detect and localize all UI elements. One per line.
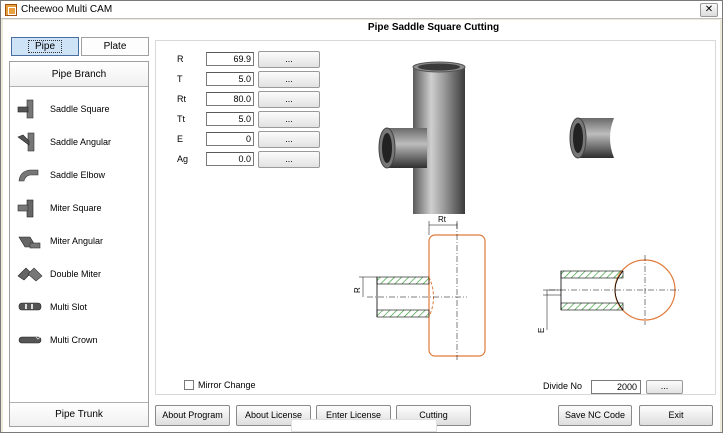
param-row-rt: Rt ... bbox=[173, 91, 323, 108]
multi-crown-icon bbox=[18, 336, 42, 343]
param-row-tt: Tt ... bbox=[173, 111, 323, 128]
param-row-e: E ... bbox=[173, 131, 323, 148]
app-logo-icon bbox=[5, 4, 17, 16]
title-bar[interactable]: Cheewoo Multi CAM ✕ bbox=[1, 1, 722, 19]
branch-wall-top bbox=[560, 270, 624, 279]
branch-cut-bore bbox=[573, 123, 583, 153]
miter-angular-icon bbox=[18, 236, 41, 248]
divide-no-input[interactable] bbox=[591, 380, 641, 394]
rt-label: Rt bbox=[438, 215, 447, 224]
param-e-button[interactable]: ... bbox=[258, 131, 320, 148]
menu-item-multi-crown[interactable]: Multi Crown bbox=[10, 323, 148, 356]
menu-item-label: Miter Square bbox=[50, 202, 102, 213]
divide-no-button[interactable]: ... bbox=[646, 380, 683, 394]
end-view-diagram: E bbox=[537, 255, 679, 333]
branch-wall-bottom bbox=[560, 302, 624, 311]
menu-item-label: Double Miter bbox=[50, 268, 102, 279]
trunk-pipe-bore bbox=[418, 63, 460, 71]
param-label: Ag bbox=[177, 154, 189, 164]
param-tt-input[interactable] bbox=[206, 112, 254, 126]
menu-item-label: Saddle Angular bbox=[50, 136, 112, 147]
window-close-button[interactable]: ✕ bbox=[700, 3, 718, 17]
menu-item-label: Saddle Square bbox=[50, 103, 110, 114]
multi-slot-icon bbox=[18, 302, 42, 310]
side-view-diagram: Rt R bbox=[353, 215, 486, 360]
divide-no-label: Divide No bbox=[543, 381, 583, 391]
overlay-watermark bbox=[291, 419, 437, 432]
menu-item-multi-slot[interactable]: Multi Slot bbox=[10, 290, 148, 323]
param-rt-input[interactable] bbox=[206, 92, 254, 106]
about-program-button[interactable]: About Program bbox=[155, 405, 230, 426]
branch-wall-bottom bbox=[376, 309, 430, 318]
pipe-branch-header[interactable]: Pipe Branch bbox=[10, 62, 148, 87]
saddle-elbow-icon bbox=[18, 169, 39, 181]
shape-menu: Saddle Square Saddle Angular Saddle Elbo… bbox=[10, 92, 148, 356]
save-nc-code-button[interactable]: Save NC Code bbox=[558, 405, 632, 426]
menu-item-miter-angular[interactable]: Miter Angular bbox=[10, 224, 148, 257]
param-e-input[interactable] bbox=[206, 132, 254, 146]
menu-item-label: Saddle Elbow bbox=[50, 169, 106, 180]
menu-item-label: Miter Angular bbox=[50, 235, 104, 246]
menu-item-double-miter[interactable]: Double Miter bbox=[10, 257, 148, 290]
menu-item-saddle-square[interactable]: Saddle Square bbox=[10, 92, 148, 125]
menu-item-saddle-angular[interactable]: Saddle Angular bbox=[10, 125, 148, 158]
param-label: E bbox=[177, 134, 184, 144]
branch-cut-body bbox=[578, 118, 614, 158]
param-label: R bbox=[177, 54, 184, 64]
saddle-angular-icon bbox=[17, 132, 35, 151]
branch-pipe-bore bbox=[382, 133, 392, 163]
r-label: R bbox=[353, 287, 362, 293]
param-ag-button[interactable]: ... bbox=[258, 151, 320, 168]
shape-panel: Pipe Branch Saddle Square Saddle Angular… bbox=[9, 61, 149, 427]
pipe-3d-view bbox=[378, 61, 466, 214]
param-label: T bbox=[177, 74, 183, 84]
branch-wall-top bbox=[376, 276, 430, 285]
menu-item-label: Multi Crown bbox=[50, 334, 98, 345]
client-area: Pipe Plate Pipe Branch Saddle Square Sad… bbox=[3, 20, 720, 432]
param-label: Rt bbox=[177, 94, 186, 104]
miter-square-icon bbox=[17, 199, 34, 217]
window-title: Cheewoo Multi CAM bbox=[21, 4, 113, 15]
param-t-input[interactable] bbox=[206, 72, 254, 86]
e-label: E bbox=[537, 328, 546, 333]
mirror-change-checkbox[interactable] bbox=[184, 380, 194, 390]
tab-plate[interactable]: Plate bbox=[81, 37, 149, 56]
param-row-r: R ... bbox=[173, 51, 323, 68]
param-t-button[interactable]: ... bbox=[258, 71, 320, 88]
param-r-input[interactable] bbox=[206, 52, 254, 66]
param-rt-button[interactable]: ... bbox=[258, 91, 320, 108]
param-row-t: T ... bbox=[173, 71, 323, 88]
mirror-change[interactable]: Mirror Change bbox=[184, 380, 256, 390]
drawing-area bbox=[155, 40, 716, 395]
double-miter-icon bbox=[17, 267, 43, 281]
param-row-ag: Ag ... bbox=[173, 151, 323, 168]
tab-pipe-label: Pipe bbox=[27, 40, 62, 53]
menu-item-miter-square[interactable]: Miter Square bbox=[10, 191, 148, 224]
page-title: Pipe Saddle Square Cutting bbox=[367, 22, 500, 33]
branch-saddle-end bbox=[428, 276, 434, 318]
tab-pipe[interactable]: Pipe bbox=[11, 37, 79, 56]
param-tt-button[interactable]: ... bbox=[258, 111, 320, 128]
menu-item-saddle-elbow[interactable]: Saddle Elbow bbox=[10, 158, 148, 191]
menu-item-label: Multi Slot bbox=[50, 301, 88, 312]
param-label: Tt bbox=[177, 114, 185, 124]
mirror-change-label: Mirror Change bbox=[198, 380, 256, 390]
pipe-trunk-footer[interactable]: Pipe Trunk bbox=[10, 402, 148, 426]
exit-button[interactable]: Exit bbox=[639, 405, 713, 426]
saddle-square-icon bbox=[17, 99, 34, 118]
branch-cut-3d-view bbox=[569, 117, 614, 159]
param-r-button[interactable]: ... bbox=[258, 51, 320, 68]
material-tabs: Pipe Plate bbox=[9, 37, 149, 57]
param-ag-input[interactable] bbox=[206, 152, 254, 166]
